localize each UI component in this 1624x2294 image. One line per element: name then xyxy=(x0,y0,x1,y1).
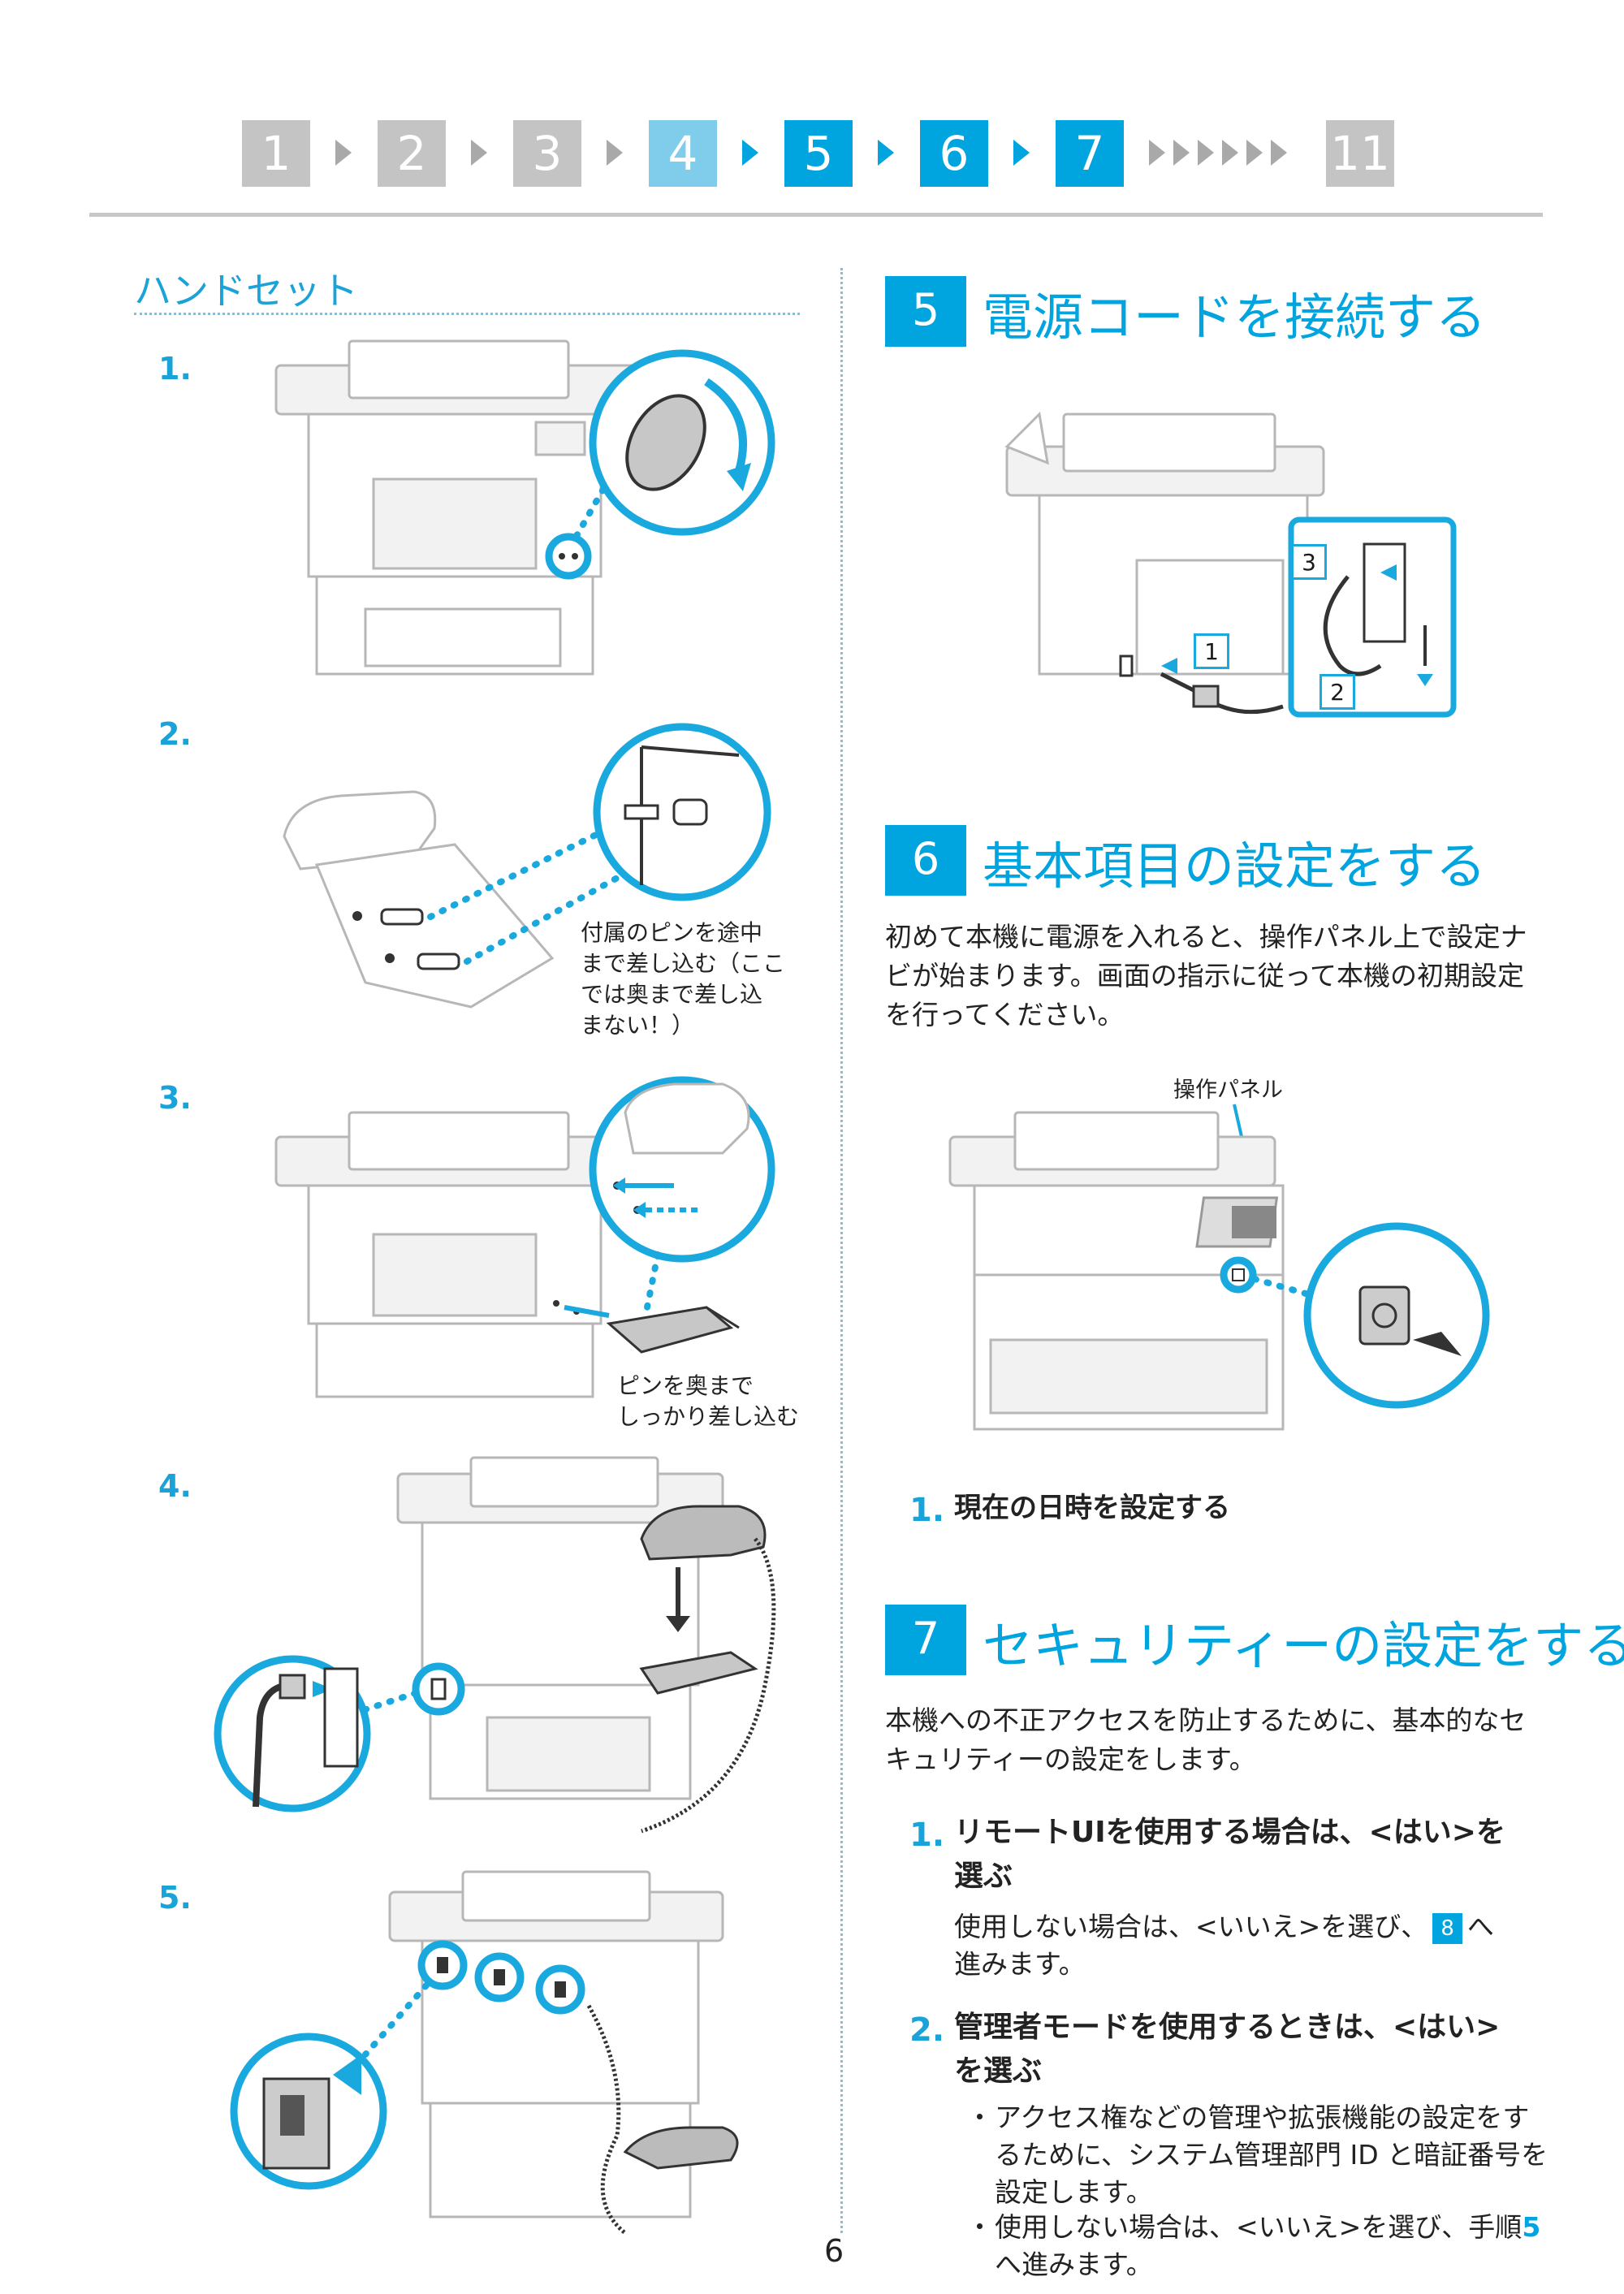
section-6-title: 基本項目の設定をする xyxy=(983,836,1487,896)
progress-arrow xyxy=(742,140,758,166)
progress-arrow xyxy=(1222,140,1238,166)
progress-arrow xyxy=(471,140,487,166)
note-text: 使用しない場合は、<いいえ>を選び、 xyxy=(954,1911,1428,1942)
handset-step1-illustration xyxy=(274,339,775,676)
section-rule xyxy=(134,313,800,315)
handset-step5-illustration xyxy=(230,1870,739,2235)
section-5-title: 電源コードを接続する xyxy=(983,287,1487,347)
step2-caption: 付属のピンを途中 まで差し込む（ここ では奥まで差し込 まない！） xyxy=(581,919,786,1039)
section-7-number: 7 xyxy=(885,1605,966,1671)
section-7-bullet-2: 使用しない場合は、<いいえ>を選び、手順5 へ進みます。 xyxy=(995,2209,1555,2283)
section-6-step-1-text: 現在の日時を設定する xyxy=(954,1492,1230,1524)
section-7-title: セキュリティーの設定をする xyxy=(983,1616,1624,1675)
section-5-number: 5 xyxy=(885,276,966,343)
step-label-5: 5. xyxy=(158,1880,192,1916)
progress-step-6: 6 xyxy=(920,120,988,187)
section-7-step-1-number: 1. xyxy=(909,1817,945,1854)
section-rule xyxy=(885,892,966,896)
callout-1: 1 xyxy=(1194,633,1229,669)
section-6-body: 初めて本機に電源を入れると、操作パネル上で設定ナビが始まります。画面の指示に従っ… xyxy=(885,921,1527,1030)
step-8-badge: 8 xyxy=(1432,1912,1462,1944)
bullet-text: へ進みます。 xyxy=(995,2249,1153,2280)
progress-arrow xyxy=(607,140,623,166)
section-rule xyxy=(885,1671,966,1675)
step3-caption: ピンを奥まで しっかり差し込む xyxy=(617,1372,800,1430)
note-text: へ xyxy=(1466,1911,1494,1942)
bullet-marker: ・ xyxy=(966,2102,993,2133)
handset-step4-illustration xyxy=(214,1456,776,1834)
progress-step-1: 1 xyxy=(242,120,310,187)
progress-step-3: 3 xyxy=(513,120,581,187)
section-7-bullet-1: アクセス権などの管理や拡張機能の設定をするために、システム管理部門 ID と暗証… xyxy=(995,2102,1548,2208)
section-7-step-1-line1: リモートUIを使用する場合は、<はい>を xyxy=(954,1816,1505,1849)
progress-arrow xyxy=(1198,140,1214,166)
section-7-step-2-number: 2. xyxy=(909,2011,945,2049)
progress-step-2: 2 xyxy=(378,120,446,187)
section-7-step-2-line2: を選ぶ xyxy=(954,2054,1043,2088)
step-5-ref: 5 xyxy=(1522,2211,1541,2243)
progress-arrow xyxy=(1173,140,1190,166)
step-label-2: 2. xyxy=(158,716,192,752)
header-rule xyxy=(89,213,1543,217)
progress-arrow xyxy=(335,140,352,166)
progress-step-7: 7 xyxy=(1056,120,1124,187)
callout-2: 2 xyxy=(1320,674,1355,710)
handset-step2-illustration xyxy=(283,723,771,1009)
column-divider xyxy=(840,268,843,2233)
bullet-text: 使用しない場合は、<いいえ>を選び、手順 xyxy=(995,2211,1522,2243)
progress-arrow xyxy=(878,140,894,166)
progress-arrow xyxy=(1246,140,1263,166)
section-7-step-1-line2: 選ぶ xyxy=(954,1860,1013,1893)
progress-step-11: 11 xyxy=(1326,120,1394,187)
section-7-body: 本機への不正アクセスを防止するために、基本的なセキュリティーの設定をします。 xyxy=(885,1704,1527,1775)
power-cord-illustration xyxy=(1004,411,1457,718)
callout-3: 3 xyxy=(1291,544,1327,580)
page-number: 6 xyxy=(824,2233,844,2269)
step-label-3: 3. xyxy=(158,1080,192,1116)
bullet-marker: ・ xyxy=(966,2211,993,2243)
progress-arrow xyxy=(1149,140,1165,166)
handset-section-title: ハンドセット xyxy=(134,269,358,313)
progress-arrow xyxy=(1271,140,1287,166)
progress-arrow xyxy=(1013,140,1030,166)
operation-panel-label: 操作パネル xyxy=(1173,1078,1283,1103)
section-rule xyxy=(885,343,966,347)
progress-step-4: 4 xyxy=(649,120,717,187)
step-label-1: 1. xyxy=(158,351,192,387)
note-text: 進みます。 xyxy=(954,1948,1086,1980)
section-6-number: 6 xyxy=(885,825,966,892)
section-6-step-1-number: 1. xyxy=(909,1492,945,1529)
section-7-step-2-line1: 管理者モードを使用するときは、<はい> xyxy=(954,2011,1501,2044)
step-label-4: 4. xyxy=(158,1468,192,1504)
handset-step3-illustration xyxy=(274,1076,775,1398)
operation-panel-illustration xyxy=(948,1104,1490,1431)
progress-step-5: 5 xyxy=(784,120,853,187)
